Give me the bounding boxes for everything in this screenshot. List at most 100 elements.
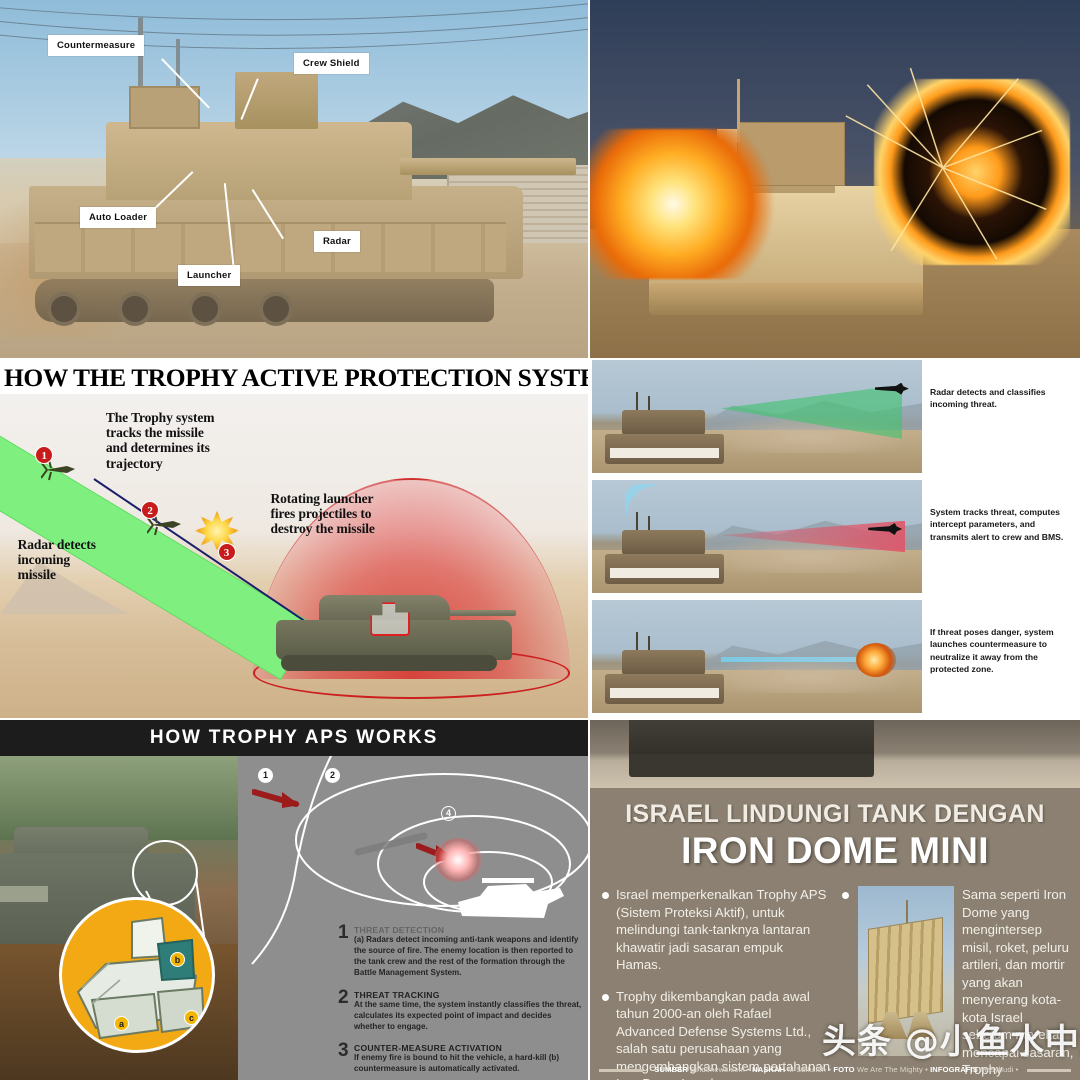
tank-tracks	[281, 654, 498, 671]
aps-step-2: 2 THREAT TRACKING At the same time, the …	[338, 988, 584, 1033]
sequence-photo-3	[592, 600, 922, 713]
step-marker-3: 3	[217, 543, 236, 562]
step-text-1: detect incoming anti-tank weapons and id…	[354, 935, 579, 977]
intercept-explosion	[874, 78, 1071, 265]
credits-infografis-label: INFOGRAFIS	[930, 1065, 978, 1074]
step-title-2: THREAT TRACKING	[354, 989, 440, 1000]
tank-front-view	[605, 391, 724, 464]
diagram-marker-1: 1	[258, 768, 273, 783]
lower-hull-plate	[609, 568, 720, 579]
antenna-mast	[647, 636, 650, 652]
bullets-left-column: Israel memperkenalkan Trophy APS (Sistem…	[602, 886, 832, 1080]
aps-step-list: 1 THREAT DETECTION (a) Radars detect inc…	[338, 923, 584, 1080]
step-body-3: If enemy fire is bound to hit the vehicl…	[354, 1053, 560, 1074]
aps-panel-header: HOW TROPHY APS WORKS	[0, 720, 588, 756]
road-wheel	[117, 291, 152, 326]
bullet-right-column: Sama seperti Iron Dome yang mengintersep…	[962, 887, 1074, 1078]
callout-countermeasure: Countermeasure	[48, 35, 145, 56]
antenna-mast	[636, 391, 639, 412]
tank-turret	[105, 121, 412, 201]
lower-hull-plate	[609, 688, 720, 699]
watermark-text: 头条 @小鱼水中游	[822, 1022, 1080, 1062]
credits-foto-label: FOTO	[833, 1065, 855, 1074]
detail-badge-c: c	[184, 1010, 199, 1025]
diagram-caption-2: The Trophy system tracks the missile and…	[105, 410, 215, 471]
step-number-3: 3	[338, 1040, 349, 1062]
tank-header-photo	[590, 720, 1080, 788]
panel-iron-dome-mini: ISRAEL LINDUNGI TANK DENGAN IRON DOME MI…	[590, 720, 1080, 1080]
callout-launcher: Launcher	[178, 265, 241, 286]
antenna-mast	[636, 511, 639, 532]
launcher-tubes	[867, 917, 943, 1025]
sequence-caption-3: If threat poses danger, system launches …	[930, 627, 1054, 675]
missile-icon-2	[147, 514, 181, 535]
credits-foto-value: We Are The Mighty	[856, 1065, 923, 1074]
diagram-marker-4: 4	[441, 806, 456, 821]
diagram-title: HOW THE TROPHY ACTIVE PROTECTION SYSTEM …	[4, 363, 588, 392]
aps-schematic: 1 2 3 4	[238, 756, 588, 1080]
incoming-round-arrow-1	[252, 789, 300, 808]
aps-step-3: 3 COUNTER-MEASURE ACTIVATION If enemy fi…	[338, 1040, 584, 1075]
sequence-photo-1	[592, 360, 922, 473]
step-marker-1: 1	[35, 445, 54, 464]
neutralization-blast	[855, 642, 896, 677]
panel-countermeasure-blast	[590, 0, 1080, 358]
vehicle-tracks	[648, 282, 924, 316]
sequence-photo-2	[592, 480, 922, 593]
battery-antenna	[906, 899, 908, 931]
credits-rule-left	[599, 1068, 644, 1072]
bullet-marker-column	[842, 886, 856, 899]
step-marker-2: 2	[141, 500, 160, 519]
launcher-cutaway-drawing	[76, 916, 206, 1040]
lower-hull-plate	[609, 448, 720, 459]
step-body-1: (a) Radars detect incoming anti-tank wea…	[354, 935, 584, 979]
tank-gun-barrel	[436, 610, 517, 617]
panel-step-sequence: Radar detects and classifies incoming th…	[590, 360, 1080, 718]
headline-main: IRON DOME MINI	[681, 830, 989, 871]
aps-step-1: 1 THREAT DETECTION (a) Radars detect inc…	[338, 923, 584, 979]
photo-zoom-circle	[132, 840, 198, 906]
sequence-caption-1: Radar detects and classifies incoming th…	[930, 387, 1046, 410]
tank-turret	[621, 410, 705, 436]
road-wheel	[258, 291, 293, 326]
antenna-mast	[647, 396, 650, 412]
credits-naskah-value: M Saifulloh	[787, 1065, 827, 1074]
credits-line: • SUMBER Sindonews.com • NASKAH M Saiful…	[590, 1065, 1080, 1074]
diagram-marker-2: 2	[325, 768, 340, 783]
rf-emission-arcs	[625, 484, 657, 516]
step-title-1: THREAT DETECTION	[354, 925, 445, 935]
detail-badge-a: a	[114, 1016, 129, 1031]
diagram-marker-3: 3	[507, 897, 522, 912]
turret-stowage-box	[129, 85, 200, 129]
road-wheel	[47, 291, 82, 326]
muzzle-fireball	[590, 128, 777, 280]
bullet-item: Trophy dikembangkan pada awal tahun 2000…	[602, 988, 832, 1080]
sequence-row-3: If threat poses danger, system launches …	[590, 600, 1080, 713]
step-title-3: COUNTER-MEASURE ACTIVATION	[354, 1043, 503, 1054]
step-body-2: At the same time, the system instantly c…	[354, 999, 582, 1031]
callout-radar: Radar	[314, 231, 360, 252]
credits-infografis-value: Masyhudi	[980, 1065, 1014, 1074]
antenna-mast	[737, 78, 740, 144]
headline-top: ISRAEL LINDUNGI TANK DENGAN	[625, 800, 1045, 828]
panel-how-trophy-aps-works: HOW TROPHY APS WORKS	[0, 720, 588, 1080]
callout-crew-shield: Crew Shield	[294, 53, 369, 74]
side-skirt-armor	[35, 221, 506, 273]
antenna-mast	[647, 516, 650, 532]
merkava-tank	[276, 582, 517, 673]
tank-turret	[621, 530, 705, 556]
tank-gun-barrel	[0, 885, 48, 902]
iron-dome-content: ISRAEL LINDUNGI TANK DENGAN IRON DOME MI…	[590, 788, 1080, 1080]
spark-trails	[845, 68, 1047, 260]
tank-front-view	[605, 511, 724, 584]
diagram-caption-3: Rotating launcher fires projectiles to d…	[270, 491, 375, 537]
intercept-flash	[434, 838, 482, 882]
tank-tracks	[629, 754, 875, 778]
bullet-dot	[842, 892, 849, 899]
credits-rule-right	[1026, 1068, 1071, 1072]
main-gun-barrel	[399, 157, 577, 176]
panel-trophy-diagram: HOW THE TROPHY ACTIVE PROTECTION SYSTEM …	[0, 360, 588, 718]
sequence-row-1: Radar detects and classifies incoming th…	[590, 360, 1080, 473]
road-wheel	[188, 291, 223, 326]
